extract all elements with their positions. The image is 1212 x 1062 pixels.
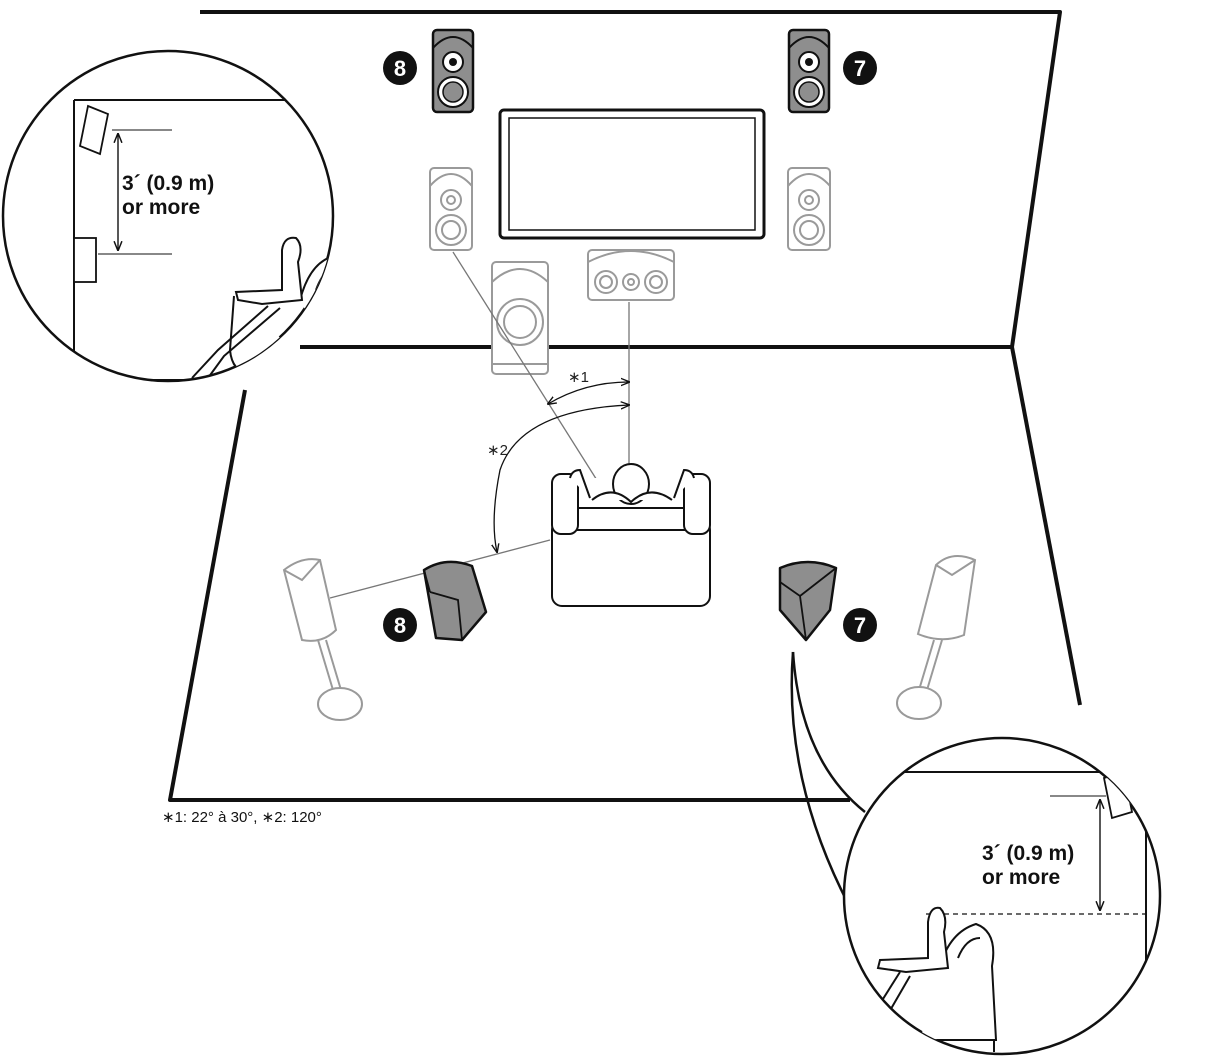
svg-text:8: 8 <box>394 613 406 638</box>
inset-top-left-more: or more <box>122 196 200 219</box>
front-high-speaker-right-icon <box>787 28 831 114</box>
tv-icon <box>498 108 766 240</box>
inset-top-left-distance: 3´ (0.9 m) <box>122 172 214 195</box>
badge-8-top: 8 <box>383 51 417 85</box>
rear-high-speaker-right-icon <box>778 560 838 642</box>
badge-8-bottom: 8 <box>383 608 417 642</box>
surround-speaker-right-icon <box>896 555 977 720</box>
room-outline <box>168 10 1082 802</box>
surround-speaker-left-icon <box>282 558 363 721</box>
angle-label-1: ∗1 <box>568 369 589 386</box>
rear-high-speaker-left-icon <box>422 560 488 642</box>
angle-label-2: ∗2 <box>487 442 508 459</box>
badge-7-top: 7 <box>843 51 877 85</box>
angle-arc-2 <box>494 405 629 552</box>
svg-text:7: 7 <box>854 56 866 81</box>
inset-person-icon <box>875 906 998 1052</box>
inset-bottom-right <box>842 736 1162 1056</box>
inset-bottom-right-distance: 3´ (0.9 m) <box>982 842 1074 865</box>
angle-arc-1 <box>548 382 629 404</box>
svg-text:8: 8 <box>394 56 406 81</box>
svg-text:7: 7 <box>854 613 866 638</box>
listener-icon <box>551 463 711 607</box>
inset-high-speaker-icon <box>78 104 110 156</box>
inset-top-left <box>1 49 335 383</box>
angle-footnote: ∗1: 22° à 30°, ∗2: 120° <box>162 809 322 826</box>
front-speaker-left-icon <box>429 167 473 251</box>
subwoofer-icon <box>491 261 549 375</box>
center-speaker-icon <box>587 249 675 301</box>
inset-bottom-right-more: or more <box>982 866 1060 889</box>
front-high-speaker-left-icon <box>431 28 475 114</box>
front-speaker-right-icon <box>787 167 831 251</box>
badge-7-bottom: 7 <box>843 608 877 642</box>
